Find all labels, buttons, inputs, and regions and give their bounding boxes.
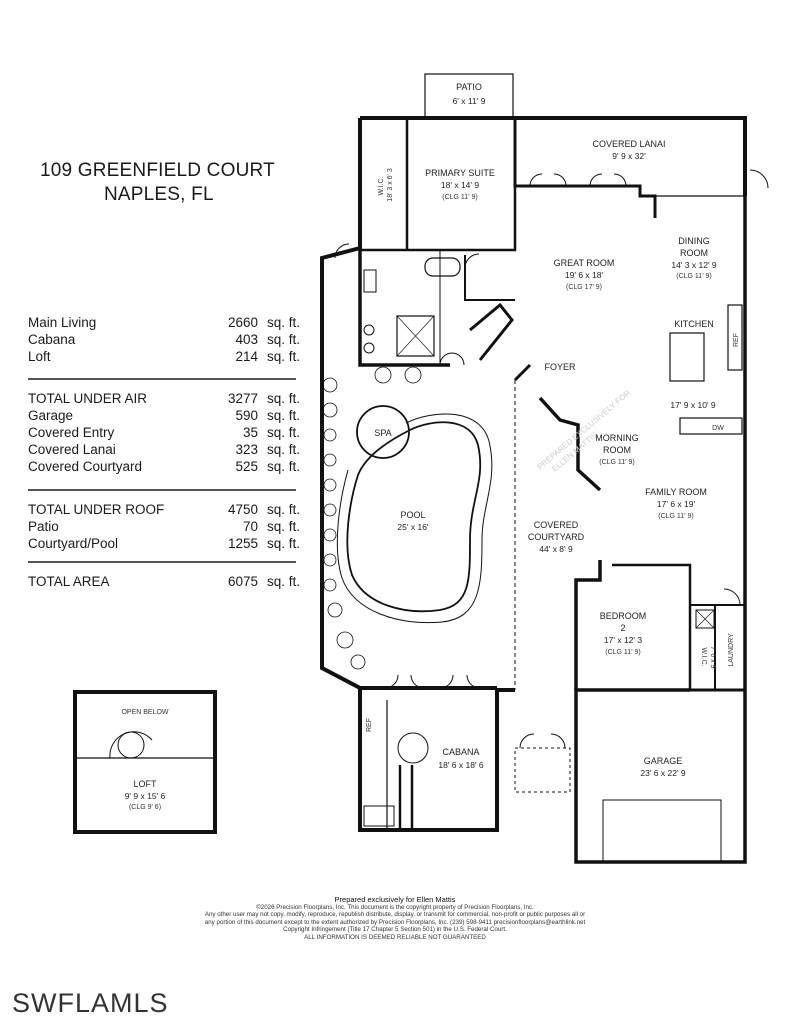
brand-logo: SWFLAMLS [12, 988, 169, 1018]
exterior-wall-left [320, 118, 515, 832]
svg-text:(CLG 11' 9): (CLG 11' 9) [605, 649, 640, 656]
loft-outline [73, 690, 217, 834]
svg-text:(CLG 17' 9): (CLG 17' 9) [566, 284, 602, 291]
covered-lanai-label: COVERED LANAI [592, 139, 665, 149]
great-room-label: GREAT ROOM [554, 258, 615, 268]
svg-text:(CLG 9' 6): (CLG 9' 6) [129, 804, 161, 811]
foyer-label: FOYER [544, 362, 576, 372]
svg-text:(CLG 11' 9): (CLG 11' 9) [599, 459, 634, 466]
exterior-wall-top [360, 116, 747, 196]
svg-text:25' x 16': 25' x 16' [397, 522, 429, 532]
pool-label: POOL [400, 510, 425, 520]
garage-door [602, 799, 722, 863]
shower [396, 315, 435, 357]
divider [28, 561, 296, 563]
svg-text:23' 6 x 22' 9: 23' 6 x 22' 9 [640, 768, 686, 778]
covered-courtyard-label: COVERED [534, 520, 579, 530]
room-labels: PATIO 6' x 11' 9 COVERED LANAI 9' 9 x 32… [121, 82, 740, 811]
divider [28, 489, 296, 491]
laundry-label: LAUNDRY [728, 633, 735, 667]
spa-label: SPA [374, 428, 391, 438]
pool-outline [346, 421, 482, 613]
svg-text:44' x 8' 9: 44' x 8' 9 [539, 544, 573, 554]
dishwasher-label: DW [712, 425, 724, 432]
spiral-stair [397, 732, 429, 764]
svg-text:(CLG 11' 9): (CLG 11' 9) [658, 513, 693, 520]
svg-text:ROOM: ROOM [680, 248, 708, 258]
patio-label: PATIO [456, 82, 482, 92]
svg-text:17' x 12' 3: 17' x 12' 3 [604, 635, 642, 645]
kitchen-counter [727, 304, 743, 371]
address-line-1: 109 GREENFIELD COURT [40, 160, 275, 181]
svg-text:ROOM: ROOM [603, 445, 631, 455]
svg-text:(CLG 11' 9): (CLG 11' 9) [676, 273, 711, 280]
family-room-label: FAMILY ROOM [645, 487, 707, 497]
divider [28, 378, 296, 380]
bath-wall [358, 250, 450, 367]
svg-text:2: 2 [620, 623, 625, 633]
wic-bedroom-label: W.I.C. 7' 6 x 9' [700, 646, 716, 670]
svg-text:(CLG 11' 9): (CLG 11' 9) [442, 194, 477, 201]
bedroom-2-label: BEDROOM [600, 611, 647, 621]
loft-stair [117, 731, 145, 759]
open-below-label: OPEN BELOW [121, 709, 168, 716]
foyer-wall [538, 396, 602, 492]
svg-text:18' x 14' 9: 18' x 14' 9 [441, 180, 479, 190]
primary-suite-label: PRIMARY SUITE [425, 168, 495, 178]
kitchen-island [669, 332, 705, 382]
address-line-2: NAPLES, FL [104, 184, 214, 205]
spa-outline [356, 405, 410, 459]
garage-label: GARAGE [644, 756, 683, 766]
morning-room-label: MORNING [595, 433, 639, 443]
svg-text:14' 3 x 12' 9: 14' 3 x 12' 9 [671, 260, 717, 270]
loft-label: LOFT [133, 779, 157, 789]
svg-text:17' 6 x 19': 17' 6 x 19' [657, 499, 696, 509]
svg-text:6' x 11' 9: 6' x 11' 9 [453, 96, 486, 106]
svg-text:9' 9 x 32': 9' 9 x 32' [612, 151, 646, 161]
copyright-footer: Prepared exclusively for Ellen Mattis ©2… [204, 895, 586, 941]
lanai-wall [513, 118, 657, 218]
bathtub [424, 257, 461, 277]
wic-primary-label: W.I.C. 18' 3 x 6' 3 [378, 168, 394, 202]
svg-text:9' 9 x 15' 6: 9' 9 x 15' 6 [125, 791, 166, 801]
cabana-label: CABANA [442, 747, 479, 757]
dining-room-label: DINING [678, 236, 710, 246]
bedroom-wall [612, 563, 692, 690]
kitchen-label: KITCHEN [674, 319, 714, 329]
cabana-refrigerator-label: REF [366, 718, 373, 732]
svg-text:19' 6 x 18': 19' 6 x 18' [565, 270, 604, 280]
svg-text:18' 6 x 18' 6: 18' 6 x 18' 6 [438, 760, 484, 770]
svg-text:17' 9 x 10' 9: 17' 9 x 10' 9 [670, 400, 716, 410]
svg-text:COURTYARD: COURTYARD [528, 532, 585, 542]
refrigerator-label: REF [733, 333, 740, 347]
